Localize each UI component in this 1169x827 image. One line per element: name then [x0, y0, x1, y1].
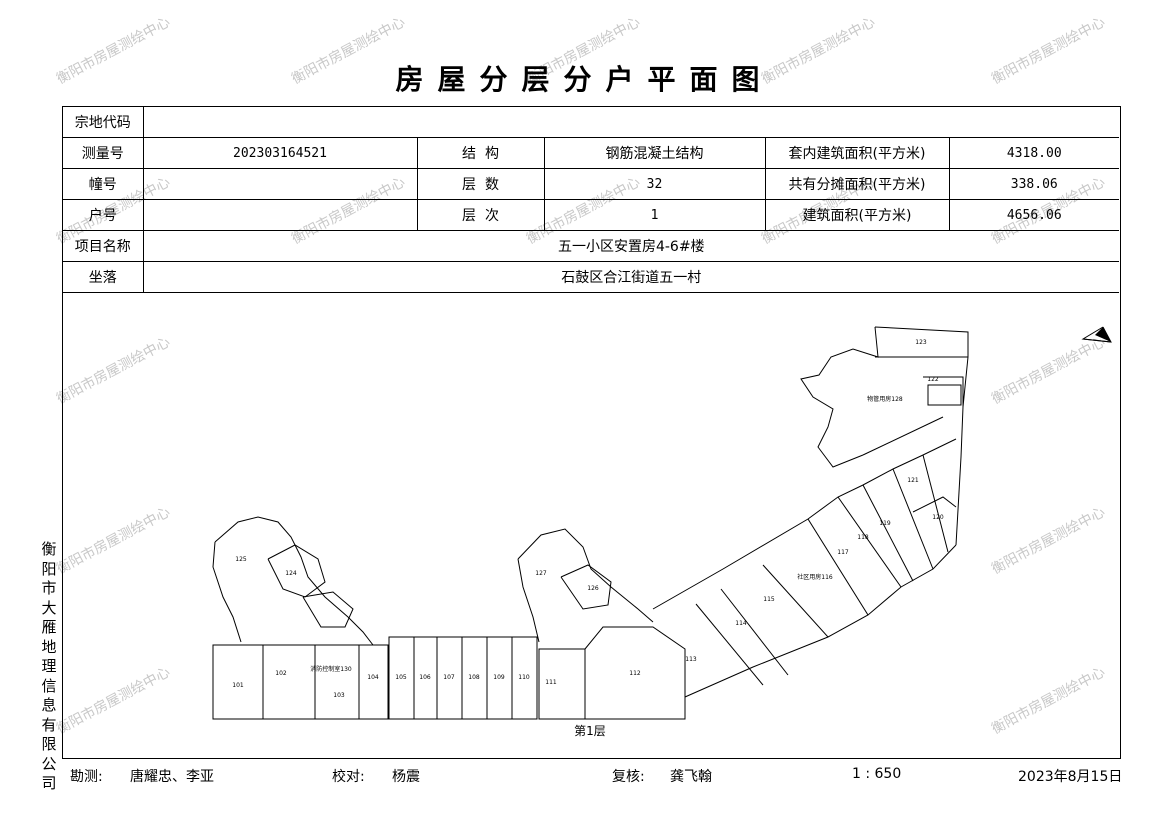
table-row: 项目名称 五一小区安置房4-6#楼 — [63, 230, 1120, 262]
project-value: 五一小区安置房4-6#楼 — [142, 230, 1120, 262]
building-no-value — [142, 168, 418, 200]
survey-no-value: 202303164521 — [142, 137, 418, 169]
unit-label: 117 — [837, 549, 849, 556]
unit-label: 105 — [395, 674, 407, 681]
unit-label: 103 — [333, 692, 345, 699]
surveyor-value: 唐耀忠、李亚 — [130, 769, 214, 785]
floors-value: 32 — [543, 168, 766, 200]
unit-label: 111 — [545, 679, 557, 686]
unit-label: 114 — [735, 620, 747, 627]
page-title: 房屋分层分户平面图 — [395, 63, 774, 96]
unit-label: 115 — [763, 596, 775, 603]
unit-label: 108 — [468, 674, 480, 681]
info-table: 宗地代码 测量号 202303164521 结 构 钢筋混凝土结构 套内建筑面积… — [63, 107, 1120, 293]
building-no-label: 幢号 — [63, 168, 144, 200]
building-area-value: 4656.06 — [948, 199, 1120, 231]
floor-label: 层 次 — [416, 199, 545, 231]
surveyor-label: 勘测: — [70, 769, 103, 785]
table-row: 测量号 202303164521 结 构 钢筋混凝土结构 套内建筑面积(平方米)… — [63, 137, 1120, 169]
scale-text: 1 : 650 — [852, 766, 902, 782]
company-name-vertical: 衡阳市大雁地理信息有限公司 — [41, 540, 57, 792]
location-label: 坐落 — [63, 261, 144, 293]
floor-plan: 101 102 103 104 105 106 107 108 109 110 … — [212, 326, 1112, 738]
unit-label: 127 — [535, 570, 547, 577]
document-frame: 宗地代码 测量号 202303164521 结 构 钢筋混凝土结构 套内建筑面积… — [62, 106, 1121, 759]
shared-area-label: 共有分摊面积(平方米) — [764, 168, 950, 200]
floor-caption: 第1层 — [574, 724, 606, 738]
checker-label: 校对: — [332, 769, 365, 785]
table-row: 户号 层 次 1 建筑面积(平方米) 4656.06 — [63, 199, 1120, 231]
parcel-code-value — [142, 107, 1120, 138]
unit-label: 102 — [275, 670, 287, 677]
room-label: 物管用房128 — [867, 395, 903, 403]
unit-label: 112 — [629, 670, 641, 677]
date-text: 2023年8月15日 — [1018, 769, 1123, 785]
shared-area-value: 338.06 — [948, 168, 1120, 200]
plan-block-left — [212, 644, 389, 720]
room-label: 消防控制室130 — [310, 665, 352, 673]
reviewer-label: 复核: — [612, 769, 645, 785]
checker-value: 杨震 — [392, 769, 420, 785]
unit-label: 121 — [907, 477, 919, 484]
unit-label: 106 — [419, 674, 431, 681]
parcel-code-label: 宗地代码 — [63, 107, 144, 138]
inner-area-value: 4318.00 — [948, 137, 1120, 169]
building-area-label: 建筑面积(平方米) — [764, 199, 950, 231]
unit-label: 119 — [879, 520, 891, 527]
unit-no-value — [142, 199, 418, 231]
reviewer-value: 龚飞翰 — [670, 769, 712, 785]
table-row: 宗地代码 — [63, 107, 1120, 138]
unit-label: 123 — [915, 339, 927, 346]
inner-area-label: 套内建筑面积(平方米) — [764, 137, 950, 169]
unit-label: 120 — [932, 514, 944, 521]
unit-label: 122 — [927, 376, 939, 383]
unit-label: 110 — [518, 674, 530, 681]
unit-label: 109 — [493, 674, 505, 681]
unit-label: 101 — [232, 682, 244, 689]
unit-label: 125 — [235, 556, 247, 563]
survey-no-label: 测量号 — [63, 137, 144, 169]
table-row: 坐落 石鼓区合江街道五一村 — [63, 261, 1120, 293]
structure-value: 钢筋混凝土结构 — [543, 137, 766, 169]
floors-label: 层 数 — [416, 168, 545, 200]
unit-label: 126 — [587, 585, 599, 592]
location-value: 石鼓区合江街道五一村 — [142, 261, 1120, 293]
structure-label: 结 构 — [416, 137, 545, 169]
unit-label: 118 — [857, 534, 869, 541]
unit-no-label: 户号 — [63, 199, 144, 231]
unit-label: 124 — [285, 570, 297, 577]
plan-block-middle — [388, 636, 538, 720]
table-row: 幢号 层 数 32 共有分摊面积(平方米) 338.06 — [63, 168, 1120, 200]
unit-label: 107 — [443, 674, 455, 681]
floor-value: 1 — [543, 199, 766, 231]
unit-label: 113 — [685, 656, 697, 663]
room-label: 社区用房116 — [797, 573, 833, 581]
project-label: 项目名称 — [63, 230, 144, 262]
unit-label: 104 — [367, 674, 379, 681]
